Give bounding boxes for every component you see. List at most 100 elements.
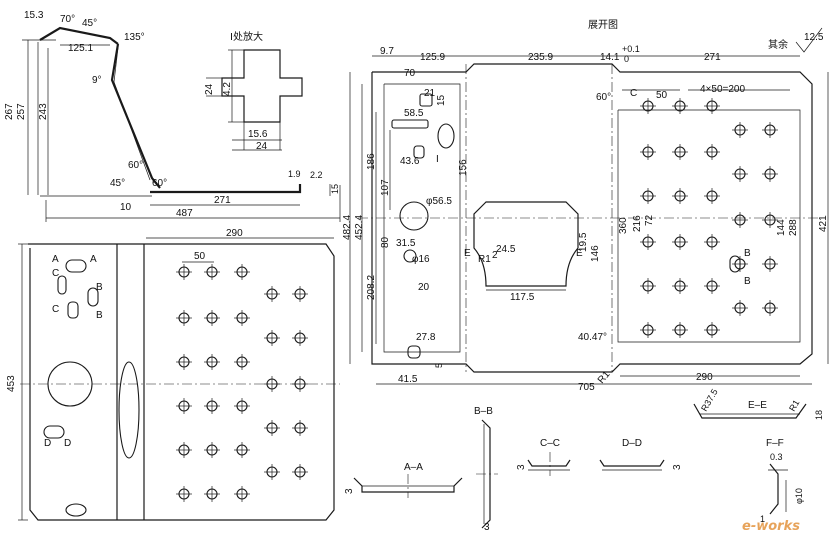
- section-f-f-phi10: φ10: [794, 488, 804, 504]
- roughness-value: 12.5: [804, 32, 824, 43]
- front-label-d: D: [44, 438, 51, 449]
- dim-257: 257: [16, 103, 27, 120]
- unfold-dim-235-9: 235.9: [528, 52, 553, 63]
- unfold-tol-up: +0.1: [622, 44, 640, 54]
- unfold-dim-421: 421: [818, 215, 829, 232]
- detail-dim-24-b: 24: [256, 141, 268, 152]
- roughness-symbol: [795, 27, 823, 53]
- unfold-dim-40-47: 40.47°: [578, 332, 607, 343]
- watermark: e-works: [742, 519, 800, 534]
- front-label-c: C: [52, 268, 59, 279]
- unfold-dim-80: 80: [380, 236, 391, 248]
- section-c-c-dim: 3: [516, 464, 527, 470]
- section-d-d-dim: 3: [672, 464, 683, 470]
- unfold-dim-43-6: 43.6: [400, 156, 420, 167]
- unfold-dim-107: 107: [380, 179, 391, 196]
- side-profile-slant: [110, 43, 161, 189]
- detail-dim-15-6: 15.6: [248, 129, 268, 140]
- unfold-window: [473, 201, 579, 287]
- dim-10: 10: [120, 202, 132, 213]
- section-f-f: F–F 0.3 φ10 1: [760, 438, 804, 524]
- dim-15-3: 15.3: [24, 10, 44, 21]
- section-f-f-1: 1: [760, 514, 765, 524]
- unfold-oval-right: [437, 123, 455, 149]
- front-slot-d: [67, 301, 79, 319]
- dim-267: 267: [4, 103, 15, 120]
- dim-135deg: 135°: [124, 32, 145, 43]
- section-e-e: E–E R37.5 R1 18: [693, 387, 824, 420]
- front-oval-window: [118, 361, 140, 459]
- front-label-a: A: [52, 254, 59, 265]
- unfold-tol-lo: 0: [624, 54, 629, 64]
- side-profile-top-flange: [39, 26, 119, 45]
- unfold-label-i: I: [436, 154, 439, 165]
- front-view: 290 50 453 A A C C B B D D: [6, 228, 340, 521]
- unfold-dim-9-7: 9.7: [380, 46, 394, 57]
- unfold-slot-small: [413, 145, 425, 159]
- front-slot-d-lower: [43, 425, 65, 439]
- dim-45deg: 45°: [82, 18, 97, 29]
- dim-60deg-b: 60°: [152, 178, 167, 189]
- section-a-a-title: A–A: [404, 462, 423, 473]
- unfold-label-b: B: [744, 248, 751, 259]
- unfold-dim-r1: R1: [478, 254, 491, 265]
- unfold-dim-144: 144: [776, 219, 787, 236]
- front-outline: [28, 243, 335, 521]
- unfold-dim-r1b: R1: [596, 369, 613, 386]
- section-e-e-r37-5: R37.5: [699, 387, 720, 413]
- section-c-c-title: C–C: [540, 438, 560, 449]
- unfold-dim-2: 2: [492, 250, 498, 261]
- section-e-e-title: E–E: [748, 400, 767, 411]
- unfold-dim-70: 70: [404, 68, 416, 79]
- section-d-d-title: D–D: [622, 438, 642, 449]
- section-a-a-dim: 3: [344, 488, 355, 494]
- unfold-dim-125-9: 125.9: [420, 52, 445, 63]
- section-c-c: C–C 3: [516, 438, 571, 476]
- section-d-d: D–D 3: [599, 438, 683, 471]
- unfold-dim-208-2: 208.2: [366, 275, 377, 300]
- front-dim-50: 50: [194, 251, 206, 262]
- unfold-dim-41-5: 41.5: [398, 374, 418, 385]
- section-b-b: B–B 3: [474, 406, 498, 533]
- dim-1-9: 1.9: [288, 169, 301, 179]
- detail-i: I处放大 24 4.2 15.6 24: [204, 30, 303, 152]
- unfold-dim-146: 146: [590, 245, 601, 262]
- dim-2-2: 2.2: [310, 170, 323, 180]
- detail-i-outline: [221, 49, 303, 123]
- unfold-slot-left: [391, 119, 429, 129]
- unfold-dim-186: 186: [366, 153, 377, 170]
- section-f-f-title: F–F: [766, 438, 784, 449]
- dim-9deg: 9°: [92, 75, 102, 86]
- unfold-dim-phi16: φ16: [412, 254, 430, 265]
- front-dim-453: 453: [6, 375, 17, 392]
- dim-45deg-b: 45°: [110, 178, 125, 189]
- dim-125-1: 125.1: [68, 43, 93, 54]
- side-profile-inner: [113, 47, 151, 181]
- unfold-label-b2: B: [744, 276, 751, 287]
- unfold-dim-27-8: 27.8: [416, 332, 436, 343]
- front-slot-b: [87, 287, 99, 307]
- dim-271: 271: [214, 195, 231, 206]
- section-b-b-dim: 3: [484, 522, 490, 533]
- section-e-e-18: 18: [814, 410, 824, 420]
- dim-487: 487: [176, 208, 193, 219]
- unfold-dim-288: 288: [788, 219, 799, 236]
- unfold-dim-117-5: 117.5: [510, 292, 535, 303]
- front-slot-a: [65, 259, 87, 273]
- dim-243: 243: [38, 103, 49, 120]
- unfold-dim-482-4: 482.4: [342, 215, 353, 240]
- unfold-dim-5: 5: [434, 363, 444, 368]
- unfold-dim-360: 360: [618, 217, 629, 234]
- detail-dim-24: 24: [204, 83, 215, 95]
- unfold-outline: [371, 63, 813, 373]
- unfold-dim-271: 271: [704, 52, 721, 63]
- front-bottom-hole: [65, 503, 87, 517]
- front-label-d2: D: [64, 438, 71, 449]
- front-slot-c: [57, 275, 67, 295]
- unfold-dim-21: 21: [424, 88, 436, 99]
- front-hole-pattern: [176, 264, 308, 502]
- front-label-c2: C: [52, 304, 59, 315]
- section-f-f-0-3: 0.3: [770, 452, 783, 462]
- unfold-big-hole: [399, 201, 429, 231]
